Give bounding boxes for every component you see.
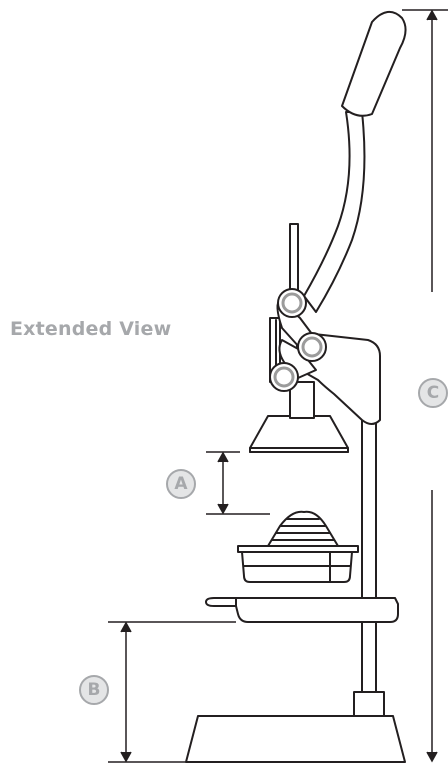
- pressing-cone: [249, 381, 349, 453]
- pivot-pins: [269, 288, 327, 392]
- strainer-bowl: [205, 597, 399, 623]
- dimension-b-badge: B: [79, 675, 109, 705]
- press-base: [185, 691, 406, 763]
- extended-view-label: Extended View: [10, 318, 172, 340]
- dimension-b-label: B: [87, 680, 101, 700]
- pivot-pin-lower: [269, 362, 299, 392]
- stop-post: [289, 223, 299, 291]
- dimension-a-line: [206, 451, 270, 515]
- press-column: [361, 371, 377, 693]
- dimension-a-label: A: [174, 474, 188, 494]
- reamer-cone: [267, 510, 339, 547]
- dimension-c-label: C: [426, 383, 440, 403]
- dimension-a-badge: A: [166, 469, 196, 499]
- lever-arm: [303, 111, 366, 313]
- pivot-pin-middle: [297, 332, 327, 362]
- dimension-c-line: [402, 9, 448, 763]
- dimension-b-line: [108, 621, 236, 763]
- cone-cup: [237, 545, 359, 583]
- dimension-c-badge: C: [418, 378, 448, 408]
- lever-handle: [341, 11, 407, 117]
- pivot-pin-upper: [277, 288, 307, 318]
